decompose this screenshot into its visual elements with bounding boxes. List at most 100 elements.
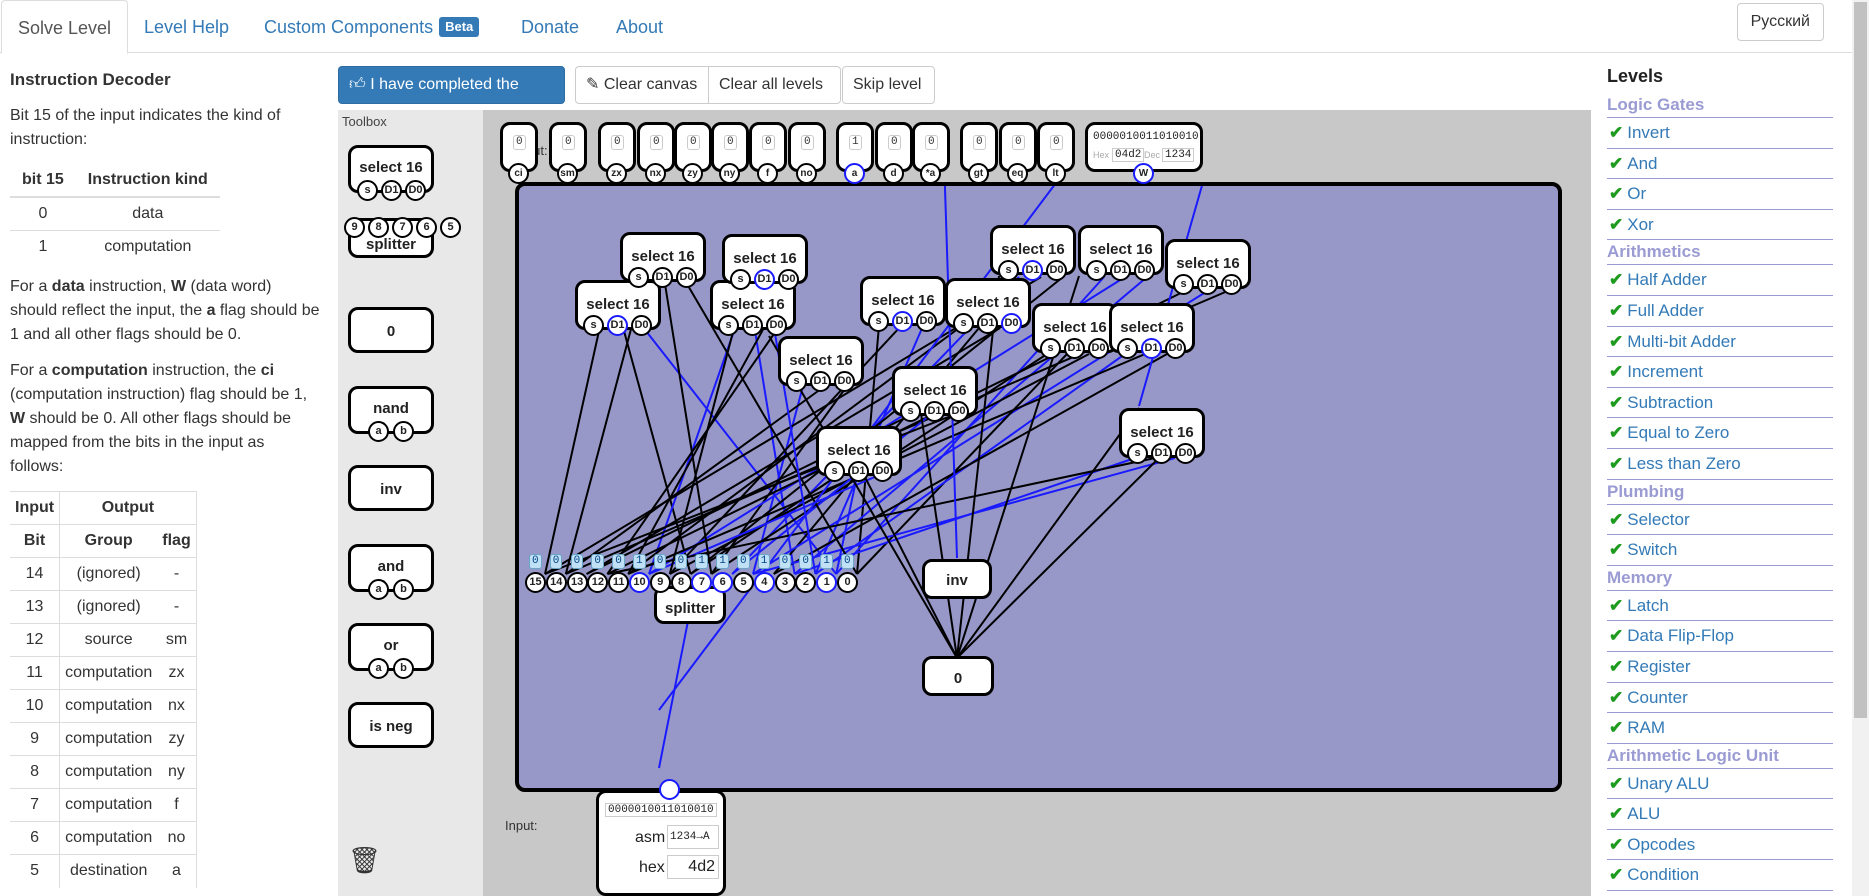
level-item[interactable]: ✔And: [1607, 149, 1833, 180]
level-item[interactable]: ✔Full Adder: [1607, 296, 1833, 327]
clear-all-button[interactable]: Clear all levels: [708, 66, 841, 104]
output-port-a[interactable]: a: [844, 163, 865, 184]
output-port-star-a[interactable]: *a: [920, 163, 941, 184]
tab-donate[interactable]: Donate: [521, 17, 580, 37]
port-d0[interactable]: D0: [1088, 338, 1109, 359]
port-d1[interactable]: D1: [1151, 443, 1172, 464]
output-port-zx[interactable]: zx: [606, 163, 627, 184]
output-port-zy[interactable]: zy: [682, 163, 703, 184]
clear-canvas-button[interactable]: ✎ Clear canvas: [575, 66, 709, 104]
port-a[interactable]: a: [368, 579, 389, 600]
splitter-bit-port[interactable]: 13: [566, 572, 588, 593]
output-port-lt[interactable]: lt: [1045, 163, 1066, 184]
language-button[interactable]: Русский: [1736, 3, 1824, 41]
port-d0[interactable]: D0: [1175, 443, 1196, 464]
port-d1[interactable]: D1: [381, 180, 402, 201]
splitter-port[interactable]: 8: [368, 217, 389, 238]
output-port-ny[interactable]: ny: [719, 163, 740, 184]
splitter-bit-port[interactable]: 0: [837, 572, 858, 593]
level-item[interactable]: ✔Unary ALU: [1607, 769, 1833, 800]
port-s[interactable]: s: [1086, 260, 1107, 281]
port-s[interactable]: s: [583, 315, 604, 336]
port-s[interactable]: s: [868, 311, 889, 332]
splitter-port[interactable]: 9: [344, 217, 365, 238]
port-s[interactable]: s: [1117, 338, 1138, 359]
splitter-bit-port[interactable]: 2: [795, 572, 817, 593]
output-port-no[interactable]: no: [796, 163, 817, 184]
port-d1[interactable]: D1: [892, 311, 913, 332]
level-item[interactable]: ✔Multi-bit Adder: [1607, 327, 1833, 358]
level-item[interactable]: ✔Half Adder: [1607, 265, 1833, 296]
port-s[interactable]: s: [998, 260, 1019, 281]
toolbox-inv[interactable]: inv: [348, 465, 434, 511]
port-d0[interactable]: D0: [1165, 338, 1186, 359]
toolbox-nand[interactable]: nand a b: [348, 386, 434, 442]
port-b[interactable]: b: [393, 658, 414, 679]
splitter-bit-port[interactable]: 9: [649, 572, 671, 593]
toolbox-zero[interactable]: 0: [348, 307, 434, 353]
input-hex[interactable]: 4d2: [667, 855, 719, 879]
port-s[interactable]: s: [1040, 338, 1061, 359]
port-s[interactable]: s: [718, 315, 739, 336]
level-item[interactable]: ✔Or: [1607, 179, 1833, 210]
splitter-port[interactable]: 6: [416, 217, 437, 238]
port-d0[interactable]: D0: [778, 269, 799, 290]
level-item[interactable]: ✔Data Flip-Flop: [1607, 621, 1833, 652]
port-d0[interactable]: D0: [916, 311, 937, 332]
level-item[interactable]: ✔Switch: [1607, 535, 1833, 566]
splitter-bit-port[interactable]: 5: [733, 572, 754, 593]
level-item[interactable]: ✔Counter: [1607, 683, 1833, 714]
output-port-eq[interactable]: eq: [1007, 163, 1028, 184]
port-d0[interactable]: D0: [676, 267, 697, 288]
input-bits[interactable]: 0000010011010010: [605, 803, 717, 817]
port-s[interactable]: s: [953, 313, 974, 334]
port-d1[interactable]: D1: [742, 315, 763, 336]
level-item[interactable]: ✔Subtraction: [1607, 388, 1833, 419]
port-s[interactable]: s: [628, 267, 649, 288]
input-port[interactable]: [659, 779, 680, 800]
port-d1[interactable]: D1: [1141, 338, 1162, 359]
port-b[interactable]: b: [393, 579, 414, 600]
zero-component[interactable]: 0: [922, 656, 994, 696]
port-d0[interactable]: D0: [872, 461, 893, 482]
port-d1[interactable]: D1: [652, 267, 673, 288]
level-item[interactable]: ✔Invert: [1607, 118, 1833, 149]
port-d1[interactable]: D1: [1197, 274, 1218, 295]
output-port-gt[interactable]: gt: [968, 163, 989, 184]
trash-icon[interactable]: 🗑︎: [348, 845, 382, 875]
toolbox-is-neg[interactable]: is neg: [348, 702, 434, 748]
port-s[interactable]: s: [786, 371, 807, 392]
port-d0[interactable]: D0: [1134, 260, 1155, 281]
level-item[interactable]: ✔Less than Zero: [1607, 449, 1833, 480]
splitter-port[interactable]: 5: [440, 217, 461, 238]
level-item[interactable]: ✔Equal to Zero: [1607, 418, 1833, 449]
splitter-bit-port[interactable]: 12: [587, 572, 609, 593]
completed-button[interactable]: 👍︎ I have completed the level: [338, 66, 565, 129]
inv-component[interactable]: inv: [922, 559, 992, 599]
port-s[interactable]: s: [357, 180, 378, 201]
splitter-bit-port[interactable]: 4: [753, 572, 775, 593]
level-item[interactable]: ✔Opcodes: [1607, 830, 1833, 861]
output-port-ci[interactable]: ci: [508, 163, 529, 184]
splitter-port[interactable]: 7: [392, 217, 413, 238]
splitter-bit-port[interactable]: 11: [608, 572, 630, 593]
port-d1[interactable]: D1: [848, 461, 869, 482]
input-asm[interactable]: 1234→A: [667, 825, 719, 849]
splitter-bit-port[interactable]: 8: [670, 572, 692, 593]
splitter-bit-port[interactable]: 7: [691, 572, 713, 593]
port-a[interactable]: a: [368, 658, 389, 679]
port-w[interactable]: W: [1133, 163, 1154, 184]
port-s[interactable]: s: [824, 461, 845, 482]
